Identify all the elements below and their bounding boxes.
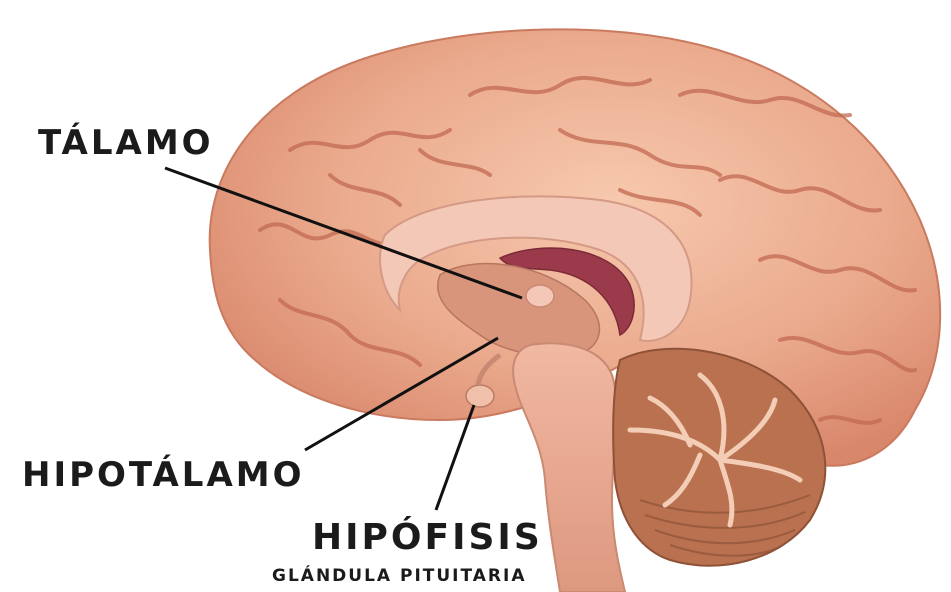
label-hipotalamo: HIPOTÁLAMO [22,458,305,492]
pituitary-gland [466,385,494,407]
thalamus-nucleus [526,285,554,307]
label-hipofisis: HIPÓFISIS [312,520,543,556]
label-glandula-pituitaria: GLÁNDULA PITUITARIA [272,568,527,585]
label-talamo: TÁLAMO [38,126,214,160]
